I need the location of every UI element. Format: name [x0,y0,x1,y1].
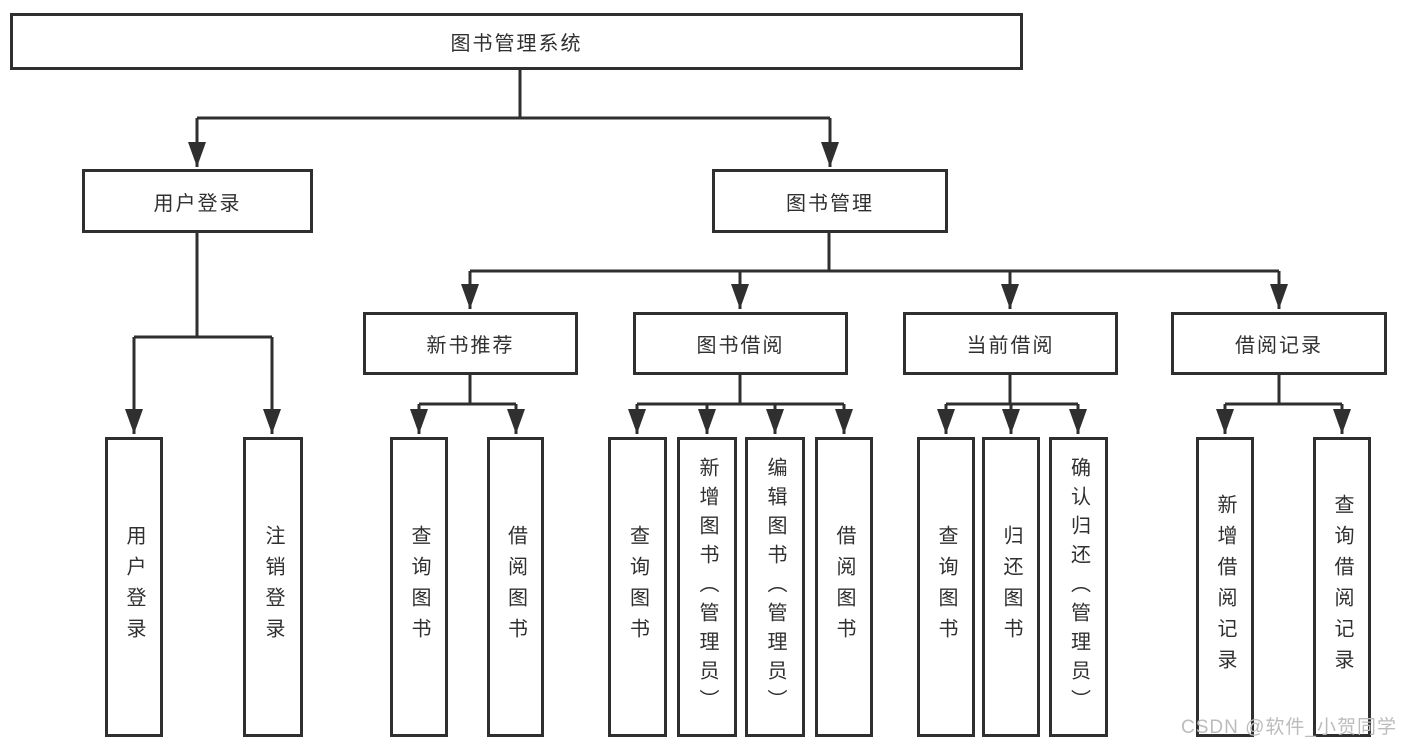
leaf-user-login-label: 用户登录 [123,525,145,649]
leaf-add-book-admin-label: 新增图书（管理员） [696,456,718,718]
leaf-add-borrow-record: 新增借阅记录 [1196,437,1254,737]
leaf-confirm-return-admin: 确认归还（管理员） [1049,437,1108,737]
leaf-add-book-admin: 新增图书（管理员） [677,437,737,737]
node-user-login: 用户登录 [82,169,313,233]
leaf-borrow-books-recommend-label: 借阅图书 [504,525,527,649]
leaf-logout-label: 注销登录 [262,525,284,649]
leaf-edit-book-admin-label: 编辑图书（管理员） [764,456,786,718]
leaf-query-books-recommend-label: 查询图书 [408,525,430,649]
leaf-query-borrow-record: 查询借阅记录 [1313,437,1371,737]
leaf-return-book: 归还图书 [982,437,1040,737]
leaf-user-login: 用户登录 [105,437,163,737]
node-book-management: 图书管理 [712,169,948,233]
node-borrow-records: 借阅记录 [1171,312,1387,375]
leaf-query-borrow-record-label: 查询借阅记录 [1331,494,1353,680]
node-root-system: 图书管理系统 [10,13,1023,70]
leaf-borrow-books-borrow: 借阅图书 [815,437,873,737]
node-current-borrow: 当前借阅 [903,312,1118,375]
node-book-borrow: 图书借阅 [633,312,848,375]
leaf-borrow-books-recommend: 借阅图书 [487,437,544,737]
csdn-watermark: CSDN @软件_小贺同学 [1181,717,1397,738]
leaf-query-books-current-label: 查询图书 [935,525,957,649]
leaf-logout: 注销登录 [243,437,303,737]
node-new-book-recommend: 新书推荐 [363,312,578,375]
leaf-query-books-current: 查询图书 [917,437,975,737]
leaf-add-borrow-record-label: 新增借阅记录 [1214,494,1236,680]
leaf-confirm-return-admin-label: 确认归还（管理员） [1067,456,1090,718]
leaf-edit-book-admin: 编辑图书（管理员） [745,437,805,737]
leaf-query-books-recommend: 查询图书 [390,437,448,737]
leaf-borrow-books-borrow-label: 借阅图书 [833,525,855,649]
leaf-return-book-label: 归还图书 [1000,525,1022,649]
leaf-query-books-borrow-label: 查询图书 [626,525,649,649]
leaf-query-books-borrow: 查询图书 [608,437,667,737]
